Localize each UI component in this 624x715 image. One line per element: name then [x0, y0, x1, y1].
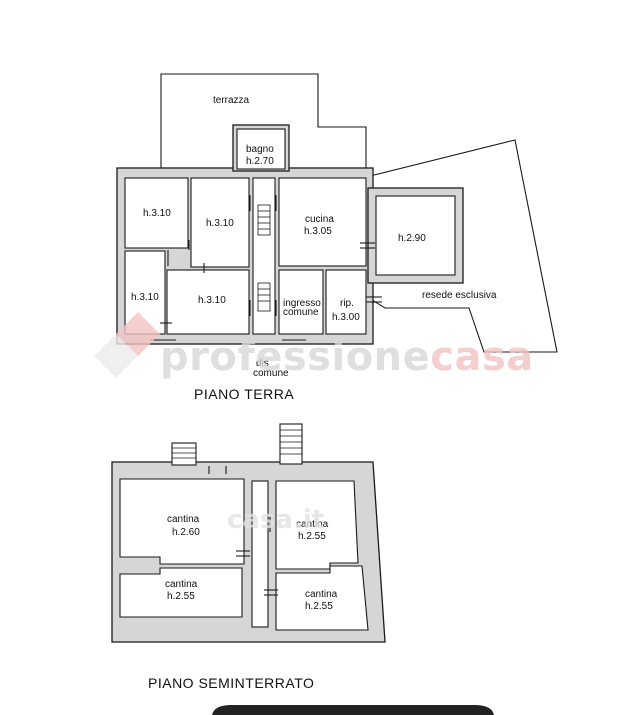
watermark-brand-part1: professione — [160, 334, 430, 380]
room-e-height: h.2.90 — [398, 233, 426, 244]
bath-name: bagno — [246, 144, 274, 155]
bath-room — [236, 128, 286, 170]
room-nw-height: h.3.10 — [143, 208, 171, 219]
cellar-sw-height: h.2.55 — [167, 591, 195, 602]
yard-label: resede esclusiva — [422, 290, 497, 301]
ground-stairs-icon — [257, 204, 271, 312]
diamond-logo-icon — [94, 312, 160, 378]
storage-name: rip. — [340, 298, 354, 309]
watermark-secondary: casa.it — [227, 505, 324, 535]
yard-outline — [369, 139, 558, 353]
cellar-ne-name: cantina — [296, 519, 329, 530]
room-n-height: h.3.10 — [206, 218, 234, 229]
basement-plan: cantina h.2.60 cantina h.2.55 cantina h.… — [111, 423, 386, 691]
corridor-label-2: comune — [253, 368, 289, 379]
cellar-nw-room — [119, 478, 245, 565]
kitchen-room — [278, 177, 367, 267]
cellar-sw-name: cantina — [165, 579, 198, 590]
cellar-corridor — [251, 480, 269, 628]
room-nw — [124, 177, 189, 249]
basement-stairs-right-icon — [279, 423, 303, 465]
cellar-se-room — [275, 565, 369, 631]
ground-floor-title: PIANO TERRA — [194, 386, 294, 402]
cellar-se-height: h.2.55 — [305, 601, 333, 612]
basement-door-marks — [208, 466, 278, 596]
cellar-nw-height: h.2.60 — [172, 527, 200, 538]
watermark-brand: professionecasa — [160, 334, 534, 380]
bath-height: h.2.70 — [246, 156, 274, 167]
corridor-label-1: dis — [256, 358, 269, 369]
room-e — [375, 195, 456, 276]
basement-stairs-left-icon — [171, 442, 197, 466]
room-s — [166, 269, 250, 335]
bottom-banner — [212, 705, 494, 715]
cellar-nw-name: cantina — [167, 514, 200, 525]
entrance-name-2: comune — [283, 307, 319, 318]
room-w-height: h.3.10 — [131, 292, 159, 303]
basement-title: PIANO SEMINTERRATO — [148, 675, 314, 691]
cellar-ne-height: h.2.55 — [298, 531, 326, 542]
kitchen-name: cucina — [305, 214, 334, 225]
terrace-label: terrazza — [213, 95, 250, 106]
watermark: professionecasa casa.it — [94, 312, 534, 535]
storage-room — [325, 269, 367, 335]
ground-floor-plan: terrazza bagno h.2.70 h.3.10 h.3.10 cuci… — [116, 73, 558, 402]
room-s-height: h.3.10 — [198, 295, 226, 306]
room-n — [190, 177, 250, 268]
cellar-ne-room — [275, 480, 359, 570]
storage-height: h.3.00 — [332, 312, 360, 323]
entrance-room — [278, 269, 324, 335]
watermark-brand-part2: casa — [430, 334, 534, 380]
entrance-name-1: ingresso — [283, 298, 321, 309]
cellar-se-name: cantina — [305, 589, 338, 600]
ground-door-marks — [150, 195, 382, 341]
cellar-sw-room — [119, 567, 243, 618]
kitchen-height: h.3.05 — [304, 226, 332, 237]
